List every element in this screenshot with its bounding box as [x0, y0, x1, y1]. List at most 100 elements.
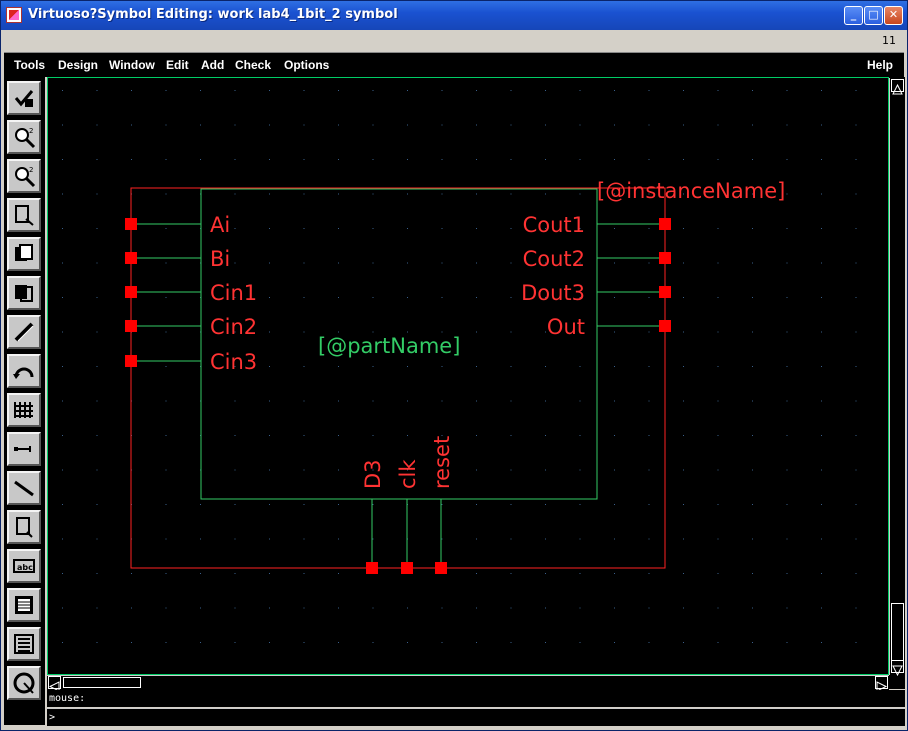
grid-dot — [855, 469, 857, 471]
menu-options[interactable]: Options — [284, 58, 330, 72]
tool-move[interactable] — [7, 276, 41, 310]
tool-zoom-in[interactable]: 2 — [7, 120, 41, 154]
pin-square[interactable] — [659, 286, 671, 298]
pin-label-reset[interactable]: reset — [430, 436, 454, 489]
grid-dot — [510, 262, 512, 264]
menu-add[interactable]: Add — [201, 58, 225, 72]
tool-zoom-out[interactable]: 2 — [7, 159, 41, 193]
pin-label-dout3[interactable]: Dout3 — [521, 281, 585, 305]
pin-square[interactable] — [659, 218, 671, 230]
scroll-right-button[interactable] — [875, 676, 888, 692]
grid-dot — [648, 435, 650, 436]
pin-square[interactable] — [401, 562, 413, 574]
menu-tools[interactable]: Tools — [14, 58, 46, 72]
schematic-canvas[interactable]: Ai Bi Cin1 Cin2 Cin3 Cout1 Cout2 Dout3 O… — [47, 77, 905, 689]
tool-label[interactable]: abc — [7, 549, 41, 583]
grid-dot — [545, 607, 546, 609]
tool-rectangle[interactable] — [7, 510, 41, 544]
grid-dot — [96, 400, 98, 402]
menu-window[interactable]: Window — [109, 58, 155, 72]
grid-dot — [372, 331, 374, 333]
copy-icon — [15, 244, 33, 261]
pin-square[interactable] — [435, 562, 447, 574]
vertical-scroll-thumb[interactable] — [891, 603, 904, 661]
pin-label-cout1[interactable]: Cout1 — [523, 213, 585, 237]
grid-dot — [165, 193, 167, 195]
menu-edit[interactable]: Edit — [166, 58, 189, 72]
vertical-scrollbar[interactable] — [889, 78, 905, 677]
part-name-label[interactable]: [@partName] — [318, 334, 460, 358]
grid-dot — [131, 642, 132, 643]
horizontal-scrollbar[interactable] — [47, 675, 889, 692]
symbol-body[interactable] — [200, 188, 598, 500]
pin-label-d3[interactable]: D3 — [361, 459, 385, 489]
grid-dot — [234, 366, 236, 367]
pin-square[interactable] — [366, 562, 378, 574]
pin-square[interactable] — [659, 252, 671, 264]
pin-square[interactable] — [659, 320, 671, 332]
pin-square[interactable] — [125, 320, 137, 332]
grid-dot — [62, 262, 63, 264]
grid-dot — [269, 297, 270, 298]
grid-dot — [200, 124, 201, 126]
grid-dot — [372, 642, 374, 643]
pin-label-cout2[interactable]: Cout2 — [523, 247, 585, 271]
tool-undo[interactable] — [7, 354, 41, 388]
grid-dot — [683, 193, 684, 195]
close-button[interactable]: ✕ — [884, 6, 903, 25]
tool-delete[interactable] — [7, 315, 41, 349]
grid-dot — [579, 469, 581, 471]
instance-name-label[interactable]: [@instanceName] — [597, 179, 785, 203]
pin-label-bi[interactable]: Bi — [210, 247, 230, 271]
symbol-drawing[interactable]: Ai Bi Cin1 Cin2 Cin3 Cout1 Cout2 Dout3 O… — [47, 77, 889, 675]
scroll-down-button[interactable] — [891, 660, 904, 677]
maximize-button[interactable]: □ — [864, 6, 883, 25]
tool-stretch[interactable] — [7, 198, 41, 232]
grid-dot — [786, 331, 788, 333]
horizontal-scroll-thumb[interactable] — [63, 677, 141, 688]
minimize-button[interactable]: _ — [844, 6, 863, 25]
grid-dot — [545, 331, 546, 333]
pin-square[interactable] — [125, 286, 137, 298]
grid-dot — [821, 331, 822, 333]
grid-dot — [165, 159, 167, 160]
tool-hierarchy[interactable] — [7, 627, 41, 661]
tool-selection-box[interactable] — [7, 588, 41, 622]
title-bar[interactable]: Virtuoso?Symbol Editing: work lab4_1bit_… — [1, 1, 907, 30]
tool-properties[interactable] — [7, 393, 41, 427]
grid-dot — [131, 159, 132, 160]
grid-dot — [614, 400, 615, 402]
menu-check[interactable]: Check — [235, 58, 272, 72]
menu-help[interactable]: Help — [867, 58, 894, 72]
grid-dot — [683, 366, 684, 367]
pin-square[interactable] — [125, 252, 137, 264]
menu-design[interactable]: Design — [58, 58, 99, 72]
tool-pin[interactable] — [7, 432, 41, 466]
grid-dot — [338, 573, 339, 574]
grid-dot — [579, 90, 581, 91]
pin-square[interactable] — [125, 355, 137, 367]
selection-box[interactable] — [130, 187, 666, 569]
grid-dot — [200, 607, 201, 609]
pin-label-out[interactable]: Out — [547, 315, 585, 339]
pin-square[interactable] — [125, 218, 137, 230]
grid-dot — [165, 538, 167, 540]
tool-copy[interactable] — [7, 237, 41, 271]
tool-circle[interactable] — [7, 666, 41, 700]
tool-line[interactable] — [7, 471, 41, 505]
pin-label-cin3[interactable]: Cin3 — [210, 350, 257, 374]
pin-label-ai[interactable]: Ai — [210, 213, 230, 237]
scroll-left-button[interactable] — [48, 676, 61, 692]
tool-check-save[interactable] — [7, 81, 41, 115]
pin-label-cin2[interactable]: Cin2 — [210, 315, 257, 339]
scroll-up-button[interactable] — [891, 79, 904, 95]
grid-dot — [96, 435, 98, 436]
pin-label-clk[interactable]: clk — [396, 459, 420, 489]
grid-dot — [648, 193, 650, 195]
command-input[interactable]: > — [47, 708, 905, 726]
grid-dot — [476, 642, 477, 643]
pin-label-cin1[interactable]: Cin1 — [210, 281, 257, 305]
grid-dot — [614, 538, 615, 540]
svg-text:2: 2 — [29, 166, 33, 174]
grid-dot — [62, 435, 63, 436]
